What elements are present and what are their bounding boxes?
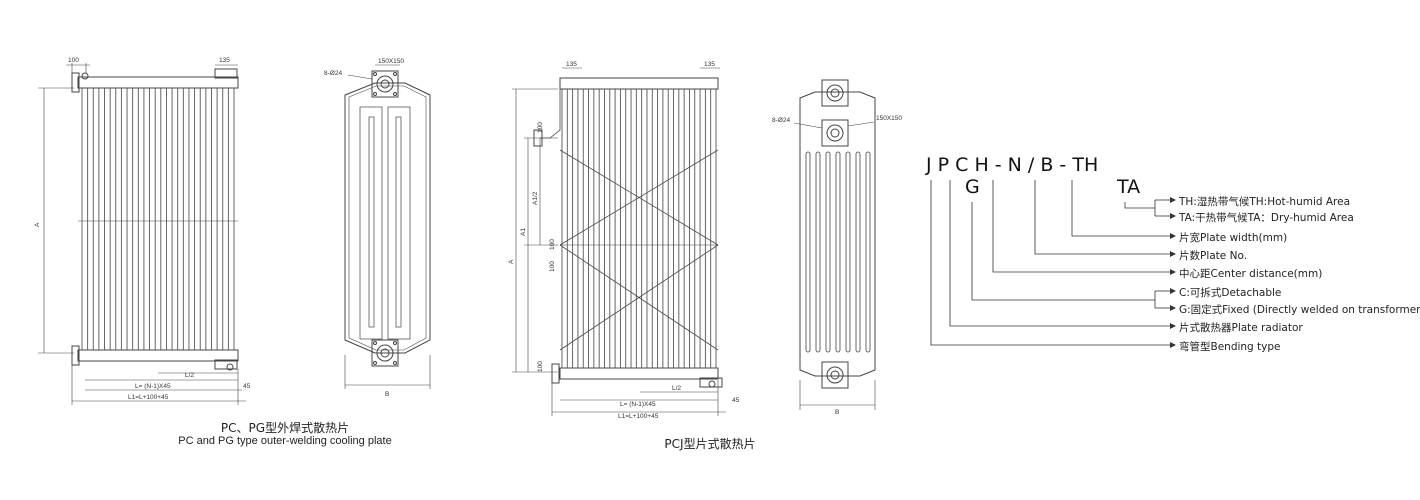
pc-pg-front-view-drawing: 100 135 A L/2 L= (N-1)X45 45 L1=L+100+45	[34, 57, 251, 405]
dim-100-upper: 100	[537, 122, 544, 133]
legend-ta: TA:干热带气候TA：Dry-humid Area	[1179, 212, 1354, 224]
model-code-leader-lines	[930, 180, 1176, 348]
dim-l-half: L/2	[185, 372, 194, 379]
dim-overall: L1=L+100+45	[618, 413, 659, 420]
dim-a1-half: A1/2	[532, 191, 539, 205]
model-code-line1: J P C H - N / B - TH	[926, 154, 1099, 176]
dim-overall: L1=L+100+45	[128, 394, 169, 401]
dim-45: 45	[732, 397, 740, 404]
fin-slot	[835, 151, 841, 353]
fin-slot	[805, 151, 811, 353]
pc-pg-side-view-drawing: 150X150 8-Ø24 B	[324, 58, 431, 398]
dim-l-half: L/2	[672, 385, 681, 392]
legend-bending-type: 弯管型Bending type	[1179, 341, 1281, 353]
dim-b: B	[835, 409, 839, 415]
legend-detachable: C:可拆式Detachable	[1179, 287, 1282, 299]
dim-b: B	[385, 391, 389, 398]
legend-fixed: G:固定式Fixed (Directly welded on transform…	[1179, 304, 1420, 316]
dim-135: 135	[219, 57, 230, 64]
fin-slot	[855, 151, 861, 353]
dim-holes: 8-Ø24	[772, 117, 790, 124]
dim-flange-150: 150X150	[378, 58, 404, 65]
legend-th: TH:湿热带气候TH:Hot-humid Area	[1179, 196, 1351, 208]
model-code-line2: G	[965, 176, 980, 198]
fin-slot	[845, 151, 851, 353]
dim-100-mid: 100	[549, 239, 556, 250]
pcj-front-view-drawing: 135 135 100 A1/2 A1 A 100 100 100 L/2 L=…	[508, 61, 740, 420]
fin-slot	[865, 151, 871, 353]
legend-plate-radiator: 片式散热器Plate radiator	[1179, 322, 1303, 334]
dim-flange-150: 150X150	[876, 115, 902, 122]
caption-pc-pg-en: PC and PG type outer-welding cooling pla…	[178, 435, 392, 447]
dim-100-lower: 100	[537, 361, 544, 372]
dim-a: A	[34, 222, 41, 227]
dim-pitch: L= (N-1)X45	[620, 401, 656, 408]
dim-100: 100	[68, 57, 79, 64]
model-code-line2b: TA	[1117, 176, 1141, 198]
fin-slot	[815, 151, 821, 353]
dim-a1: A1	[520, 228, 527, 236]
caption-pc-pg-cn: PC、PG型外焊式散热片	[220, 421, 350, 435]
dim-100-mid2: 100	[549, 261, 556, 272]
legend-center-distance: 中心距Center distance(mm)	[1179, 268, 1323, 280]
dim-135-left: 135	[566, 61, 577, 68]
legend-plate-width: 片宽Plate width(mm)	[1179, 232, 1288, 244]
dim-135-right: 135	[704, 61, 715, 68]
dim-45: 45	[243, 383, 251, 390]
dim-pitch: L= (N-1)X45	[135, 383, 171, 390]
dim-holes: 8-Ø24	[324, 70, 342, 77]
fin-slot	[825, 151, 831, 353]
legend-plate-no: 片数Plate No.	[1179, 250, 1248, 262]
caption-pcj-cn: PCJ型片式散热片	[664, 437, 756, 451]
pcj-side-view-drawing: 8-Ø24 150X150 B	[772, 79, 902, 415]
dim-a: A	[508, 259, 515, 264]
